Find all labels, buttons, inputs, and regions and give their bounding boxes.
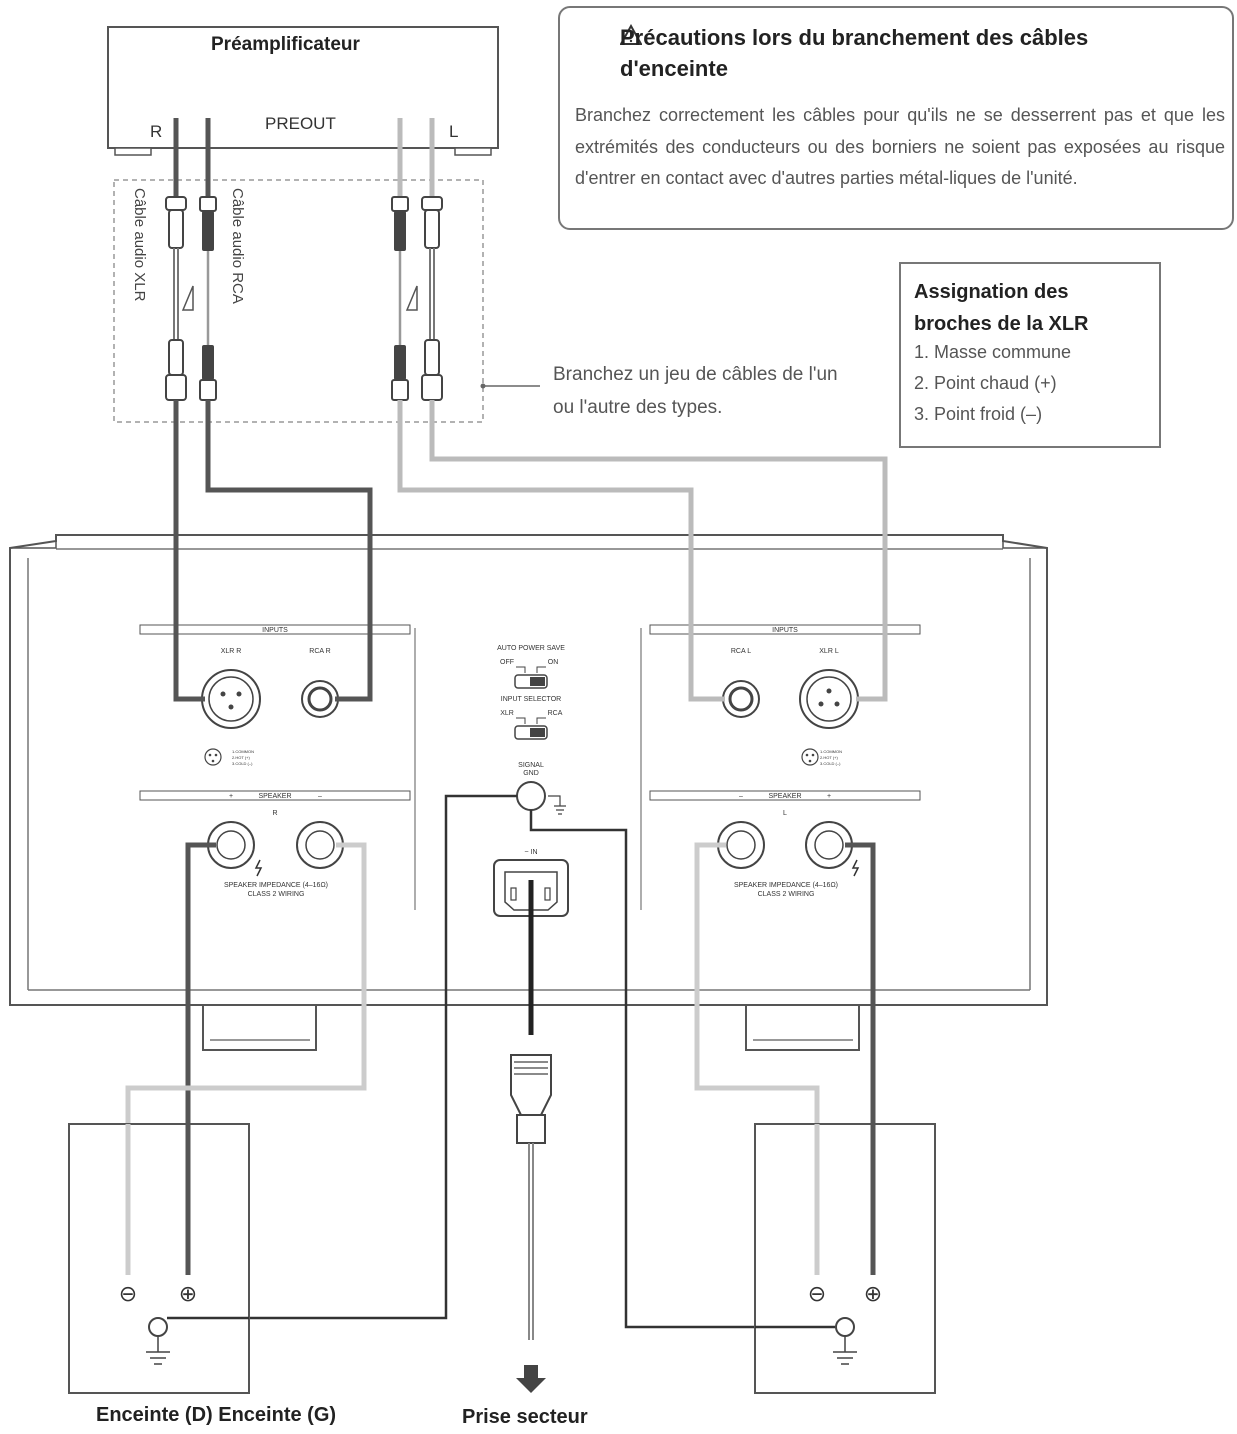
xlr-pin-2: 2. Point chaud (+) <box>914 373 1057 393</box>
caution-body: Branchez correctement les câbles pour qu… <box>575 105 1225 188</box>
preout-label: PREOUT <box>265 114 336 133</box>
impedance-label-l: SPEAKER IMPEDANCE (4–16Ω) <box>734 882 838 889</box>
shock-hazard-icon-r <box>254 859 263 877</box>
on-label: ON <box>548 659 559 666</box>
ground-terminal-r <box>146 1317 170 1365</box>
speaker-r-minus-terminal: ⊖ <box>119 1282 137 1307</box>
preamp-r-label: R <box>150 122 163 141</box>
class2-label-r: CLASS 2 WIRING <box>248 891 305 898</box>
rca-cable-label: Câble audio RCA <box>229 188 246 304</box>
warning-triangle-icon <box>620 24 642 45</box>
xlr-r-label: XLR R <box>221 648 242 655</box>
selector-rca-label: RCA <box>548 710 563 717</box>
xlr-cable-l <box>421 196 443 401</box>
cable-options-area <box>113 179 484 423</box>
channel-l-label: L <box>783 810 787 817</box>
rca-cable-l <box>391 196 409 401</box>
preamplifier <box>107 26 499 156</box>
ground-wire-r <box>167 794 517 1320</box>
rca-r-label: RCA R <box>309 648 330 655</box>
xlr-l-jack[interactable] <box>799 669 859 729</box>
speaker-l-plus-terminal: ⊕ <box>864 1282 882 1307</box>
inputs-label-l: INPUTS <box>772 627 798 634</box>
channel-r-label: R <box>272 810 277 817</box>
direction-arrow-icon-r <box>181 285 194 311</box>
amplifier-rear-panel <box>9 534 1048 1051</box>
preamp-l-label: L <box>449 122 459 141</box>
speaker-l-minus-terminal: ⊖ <box>808 1282 826 1307</box>
down-arrow-icon <box>516 1365 546 1393</box>
pin-legend-l-2: 2.HOT (+) <box>820 755 838 760</box>
shock-hazard-icon-l <box>851 859 860 877</box>
xlr-l-label: XLR L <box>819 648 839 655</box>
caution-title: Précautions lors du branchement des câbl… <box>620 25 1089 81</box>
power-cord <box>510 880 552 1393</box>
speaker-r-plus-terminal: ⊕ <box>179 1282 197 1307</box>
xlr-cable-label: Câble audio XLR <box>131 188 148 302</box>
inputs-label-r: INPUTS <box>262 627 288 634</box>
input-selector-label: INPUT SELECTOR <box>501 696 561 703</box>
xlr-pin-1: 1. Masse commune <box>914 342 1072 362</box>
xlr-cable-r <box>165 196 187 401</box>
rca-r-wire <box>205 400 373 702</box>
speaker-terminal-l-plus[interactable] <box>805 821 853 869</box>
ac-in-label: ~ IN <box>524 849 537 856</box>
ground-terminal-l <box>833 1317 857 1365</box>
speaker-label-l: SPEAKER <box>768 793 801 800</box>
caution-box: Précautions lors du branchement des câbl… <box>558 6 1234 230</box>
xlr-pin-diagram-icon-r <box>204 748 222 766</box>
xlr-r-jack[interactable] <box>201 669 261 729</box>
ground-wire-l <box>529 810 835 1329</box>
pin-legend-r-2: 2.HOT (+) <box>232 755 250 760</box>
pin-legend-r-1: 1.COMMON <box>232 749 254 754</box>
speaker-label-r: SPEAKER <box>258 793 291 800</box>
direction-arrow-icon-l <box>405 285 418 311</box>
speaker-right <box>68 1123 250 1394</box>
gnd-label: GND <box>523 770 539 777</box>
xlr-pin-diagram-icon-l <box>801 748 819 766</box>
signal-label: SIGNAL <box>518 762 544 769</box>
rca-r-jack[interactable] <box>301 680 339 718</box>
speaker-l-plus-label: + <box>827 793 831 800</box>
impedance-label-r: SPEAKER IMPEDANCE (4–16Ω) <box>224 882 328 889</box>
xlr-pin-assignment-box: Assignation des broches de la XLR 1. Mas… <box>899 262 1161 448</box>
speaker-r-minus-label: – <box>318 793 322 800</box>
speakers-label: Enceinte (D) Enceinte (G) <box>96 1404 337 1426</box>
rca-l-label: RCA L <box>731 648 751 655</box>
rca-l-wire <box>397 400 725 702</box>
auto-power-save-label: AUTO POWER SAVE <box>497 645 565 652</box>
auto-power-save-switch[interactable] <box>514 666 548 689</box>
pin-legend-l-3: 3.COLD (–) <box>820 761 841 766</box>
xlr-pin-title: Assignation des broches de la XLR <box>914 281 1089 335</box>
selector-xlr-label: XLR <box>500 710 514 717</box>
rca-cable-r <box>199 196 217 401</box>
input-selector-switch[interactable] <box>514 717 548 740</box>
off-label: OFF <box>500 659 514 666</box>
pin-legend-r-3: 3.COLD (–) <box>232 761 253 766</box>
speaker-r-plus-label: + <box>229 793 233 800</box>
preamplifier-title: Préamplificateur <box>211 34 360 55</box>
pin-legend-l-1: 1.COMMON <box>820 749 842 754</box>
speaker-l-minus-label: – <box>739 793 743 800</box>
mains-label: Prise secteur <box>462 1406 588 1428</box>
xlr-pin-3: 3. Point froid (–) <box>914 404 1043 424</box>
rca-l-jack[interactable] <box>722 680 760 718</box>
cable-choice-note: Branchez un jeu de câbles de l'un ou l'a… <box>553 364 838 418</box>
speaker-terminal-r-minus[interactable] <box>296 821 344 869</box>
class2-label-l: CLASS 2 WIRING <box>758 891 815 898</box>
xlr-l-wire <box>429 400 888 702</box>
